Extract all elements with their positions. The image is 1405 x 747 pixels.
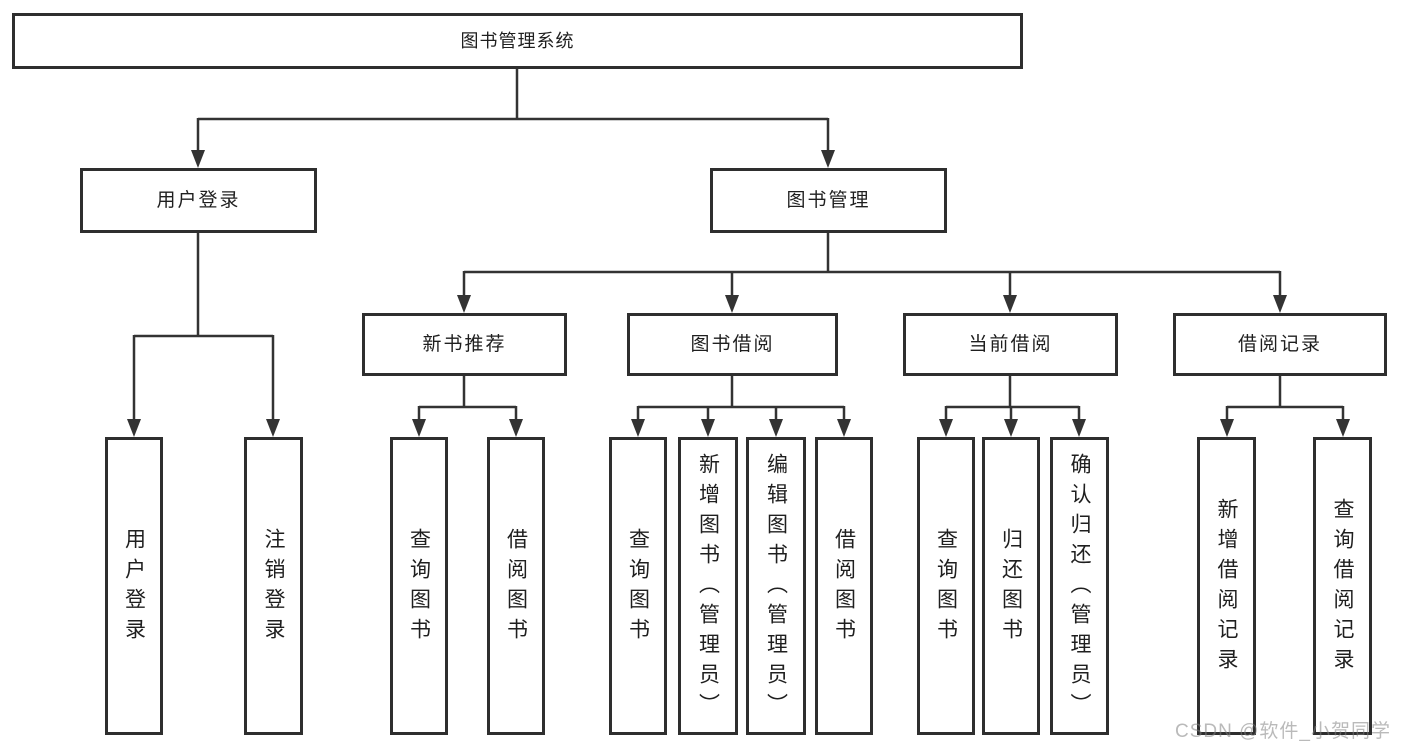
node-current-borrow: 当前借阅 — [903, 313, 1118, 376]
wire-current-to-leaves — [939, 376, 1086, 437]
node-book-management: 图书管理 — [710, 168, 947, 233]
node-book-borrow: 图书借阅 — [627, 313, 838, 376]
leaf-confirm-return-admin: 确认归还（管理员） — [1050, 437, 1109, 735]
wire-root-to-level2 — [191, 69, 835, 168]
leaf-add-book-admin: 新增图书（管理员） — [678, 437, 738, 735]
leaf-query-books-current: 查询图书 — [917, 437, 975, 735]
node-new-book-recommend: 新书推荐 — [362, 313, 567, 376]
leaf-query-books-recommend: 查询图书 — [390, 437, 448, 735]
node-root: 图书管理系统 — [12, 13, 1023, 69]
node-user-login: 用户登录 — [80, 168, 317, 233]
leaf-query-books-borrow: 查询图书 — [609, 437, 667, 735]
wire-borrow-to-leaves — [631, 376, 851, 437]
leaf-borrow-books: 借阅图书 — [815, 437, 873, 735]
node-borrow-records: 借阅记录 — [1173, 313, 1387, 376]
wire-userlogin-to-leaves — [127, 233, 280, 437]
leaf-logout: 注销登录 — [244, 437, 303, 735]
wire-recommend-to-leaves — [412, 376, 523, 437]
leaf-return-books: 归还图书 — [982, 437, 1040, 735]
wire-records-to-leaves — [1220, 376, 1350, 437]
csdn-watermark: CSDN @软件_小贺同学 — [1175, 721, 1391, 742]
wire-bookmgmt-to-level3 — [457, 233, 1287, 313]
leaf-edit-book-admin: 编辑图书（管理员） — [746, 437, 806, 735]
leaf-query-borrow-record: 查询借阅记录 — [1313, 437, 1372, 735]
leaf-user-login: 用户登录 — [105, 437, 163, 735]
leaf-add-borrow-record: 新增借阅记录 — [1197, 437, 1256, 735]
leaf-borrow-books-recommend: 借阅图书 — [487, 437, 545, 735]
